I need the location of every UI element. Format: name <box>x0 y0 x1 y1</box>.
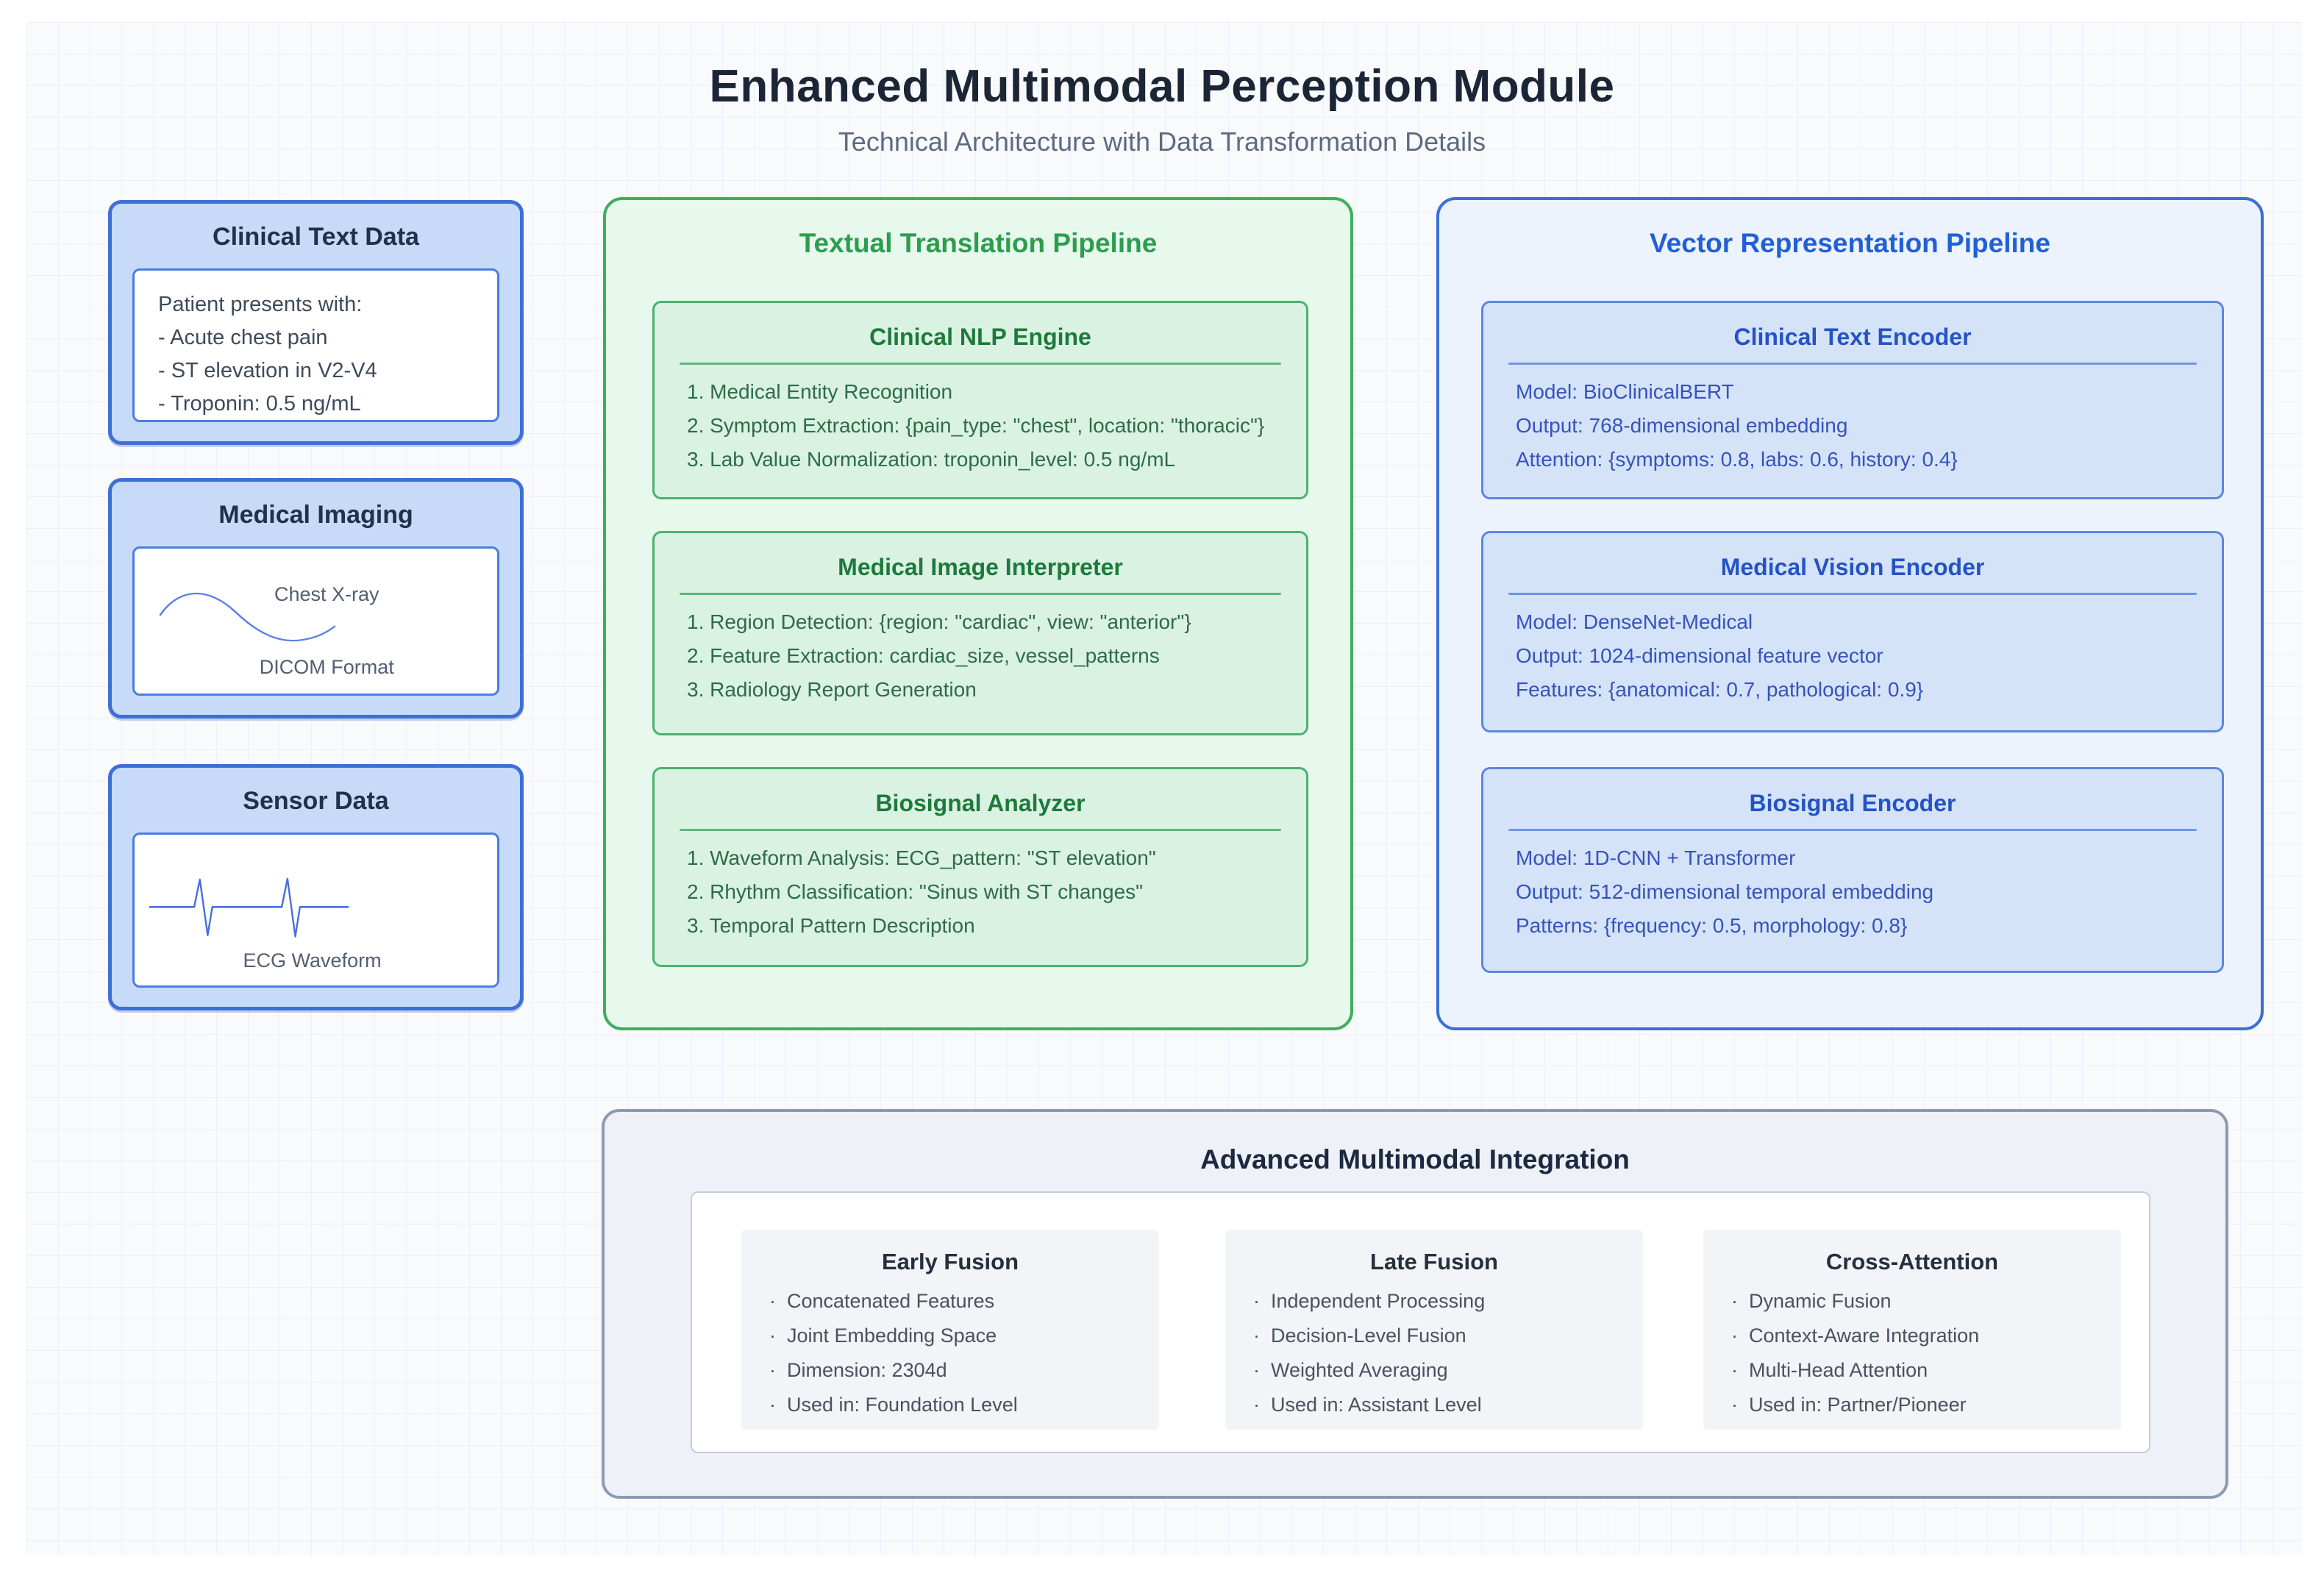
early-fusion-column: Early Fusion Concatenated Features Joint… <box>741 1230 1159 1430</box>
pipeline-step: 3. Temporal Pattern Description <box>687 914 975 937</box>
fusion-feature: Decision-Level Fusion <box>1253 1319 1628 1353</box>
encoder-spec: Output: 768-dimensional embedding <box>1516 414 1848 437</box>
medical-imaging-title: Medical Imaging <box>218 501 413 529</box>
clinical-text-line: Patient presents with: <box>158 293 363 316</box>
medical-image-interpreter-title: Medical Image Interpreter <box>838 554 1123 580</box>
fusion-feature: Independent Processing <box>1253 1284 1628 1319</box>
divider <box>680 593 1281 595</box>
divider <box>1508 829 2197 831</box>
pipeline-step: 3. Radiology Report Generation <box>687 678 977 701</box>
late-fusion-title: Late Fusion <box>1370 1249 1498 1274</box>
vector-representation-pipeline: Vector Representation Pipeline Clinical … <box>1436 197 2264 1030</box>
clinical-text-data-box: Clinical Text Data Patient presents with… <box>108 200 524 445</box>
encoder-spec: Model: BioClinicalBERT <box>1516 380 1734 403</box>
sensor-data-title: Sensor Data <box>243 787 389 815</box>
pipeline-step: 2. Symptom Extraction: {pain_type: "ches… <box>687 414 1265 437</box>
medical-imaging-box: Medical Imaging Chest X-ray DICOM Format <box>108 478 524 719</box>
early-fusion-title: Early Fusion <box>881 1249 1019 1274</box>
vector-pipeline-title: Vector Representation Pipeline <box>1650 228 2050 258</box>
sensor-data-box: Sensor Data ECG Waveform <box>108 764 524 1010</box>
fusion-feature: Concatenated Features <box>769 1284 1144 1319</box>
clinical-text-line: - Troponin: 0.5 ng/mL <box>158 392 361 416</box>
textual-translation-pipeline: Textual Translation Pipeline Clinical NL… <box>603 197 1353 1030</box>
integration-title: Advanced Multimodal Integration <box>1200 1144 1630 1174</box>
encoder-spec: Output: 1024-dimensional feature vector <box>1516 644 1883 667</box>
pipeline-step: 3. Lab Value Normalization: troponin_lev… <box>687 448 1176 471</box>
fusion-feature: Dimension: 2304d <box>769 1353 1144 1388</box>
clinical-nlp-engine-box: Clinical NLP Engine 1. Medical Entity Re… <box>652 301 1308 499</box>
medical-vision-encoder-box: Medical Vision Encoder Model: DenseNet-M… <box>1481 531 2224 732</box>
medical-image-interpreter-box: Medical Image Interpreter 1. Region Dete… <box>652 531 1308 735</box>
ecg-waveform-graphic <box>149 877 349 938</box>
clinical-text-encoder-box: Clinical Text Encoder Model: BioClinical… <box>1481 301 2224 499</box>
textual-pipeline-title: Textual Translation Pipeline <box>799 228 1158 258</box>
divider <box>1508 593 2197 595</box>
xray-caption: Chest X-ray <box>274 583 379 606</box>
encoder-spec: Attention: {symptoms: 0.8, labs: 0.6, hi… <box>1516 448 1958 471</box>
encoder-spec: Model: 1D-CNN + Transformer <box>1516 846 1796 869</box>
dicom-caption: DICOM Format <box>259 655 394 678</box>
encoder-spec: Model: DenseNet-Medical <box>1516 610 1753 633</box>
pipeline-step: 1. Region Detection: {region: "cardiac",… <box>687 610 1191 633</box>
pipeline-step: 2. Rhythm Classification: "Sinus with ST… <box>687 880 1144 903</box>
page-title: Enhanced Multimodal Perception Module <box>709 61 1615 112</box>
encoder-spec: Output: 512-dimensional temporal embeddi… <box>1516 880 1934 903</box>
clinical-text-data-title: Clinical Text Data <box>213 223 419 251</box>
medical-vision-encoder-title: Medical Vision Encoder <box>1720 554 1985 580</box>
fusion-feature: Weighted Averaging <box>1253 1353 1628 1388</box>
pipeline-step: 1. Medical Entity Recognition <box>687 380 953 403</box>
fusion-feature: Dynamic Fusion <box>1731 1284 2106 1319</box>
sensor-data-content: ECG Waveform <box>132 832 499 988</box>
cross-attention-title: Cross-Attention <box>1825 1249 1999 1274</box>
fusion-feature: Multi-Head Attention <box>1731 1353 2106 1388</box>
divider <box>680 363 1281 365</box>
pipeline-step: 1. Waveform Analysis: ECG_pattern: "ST e… <box>687 846 1156 869</box>
clinical-text-line: - ST elevation in V2-V4 <box>158 359 377 382</box>
ecg-caption: ECG Waveform <box>243 949 382 971</box>
biosignal-analyzer-box: Biosignal Analyzer 1. Waveform Analysis:… <box>652 767 1308 967</box>
advanced-multimodal-integration-panel: Advanced Multimodal Integration Early Fu… <box>602 1109 2228 1499</box>
divider <box>1508 363 2197 365</box>
clinical-text-encoder-title: Clinical Text Encoder <box>1733 324 1972 350</box>
medical-imaging-content: Chest X-ray DICOM Format <box>132 546 499 696</box>
fusion-feature: Used in: Assistant Level <box>1253 1388 1628 1422</box>
fusion-feature: Used in: Partner/Pioneer <box>1731 1388 2106 1422</box>
biosignal-analyzer-title: Biosignal Analyzer <box>875 790 1086 816</box>
clinical-text-data-content: Patient presents with: - Acute chest pai… <box>132 268 499 422</box>
page-subtitle: Technical Architecture with Data Transfo… <box>838 126 1486 157</box>
pipeline-step: 2. Feature Extraction: cardiac_size, ves… <box>687 644 1160 667</box>
biosignal-encoder-title: Biosignal Encoder <box>1749 790 1956 816</box>
encoder-spec: Features: {anatomical: 0.7, pathological… <box>1516 678 1924 701</box>
clinical-nlp-engine-title: Clinical NLP Engine <box>869 324 1091 350</box>
integration-content: Early Fusion Concatenated Features Joint… <box>691 1191 2150 1453</box>
fusion-feature: Joint Embedding Space <box>769 1319 1144 1353</box>
cross-attention-column: Cross-Attention Dynamic Fusion Context-A… <box>1703 1230 2121 1430</box>
encoder-spec: Patterns: {frequency: 0.5, morphology: 0… <box>1516 914 1908 937</box>
late-fusion-column: Late Fusion Independent Processing Decis… <box>1225 1230 1643 1430</box>
biosignal-encoder-box: Biosignal Encoder Model: 1D-CNN + Transf… <box>1481 767 2224 973</box>
xray-wave-graphic <box>159 593 335 642</box>
divider <box>680 829 1281 831</box>
fusion-feature: Context-Aware Integration <box>1731 1319 2106 1353</box>
clinical-text-line: - Acute chest pain <box>158 326 328 349</box>
fusion-feature: Used in: Foundation Level <box>769 1388 1144 1422</box>
